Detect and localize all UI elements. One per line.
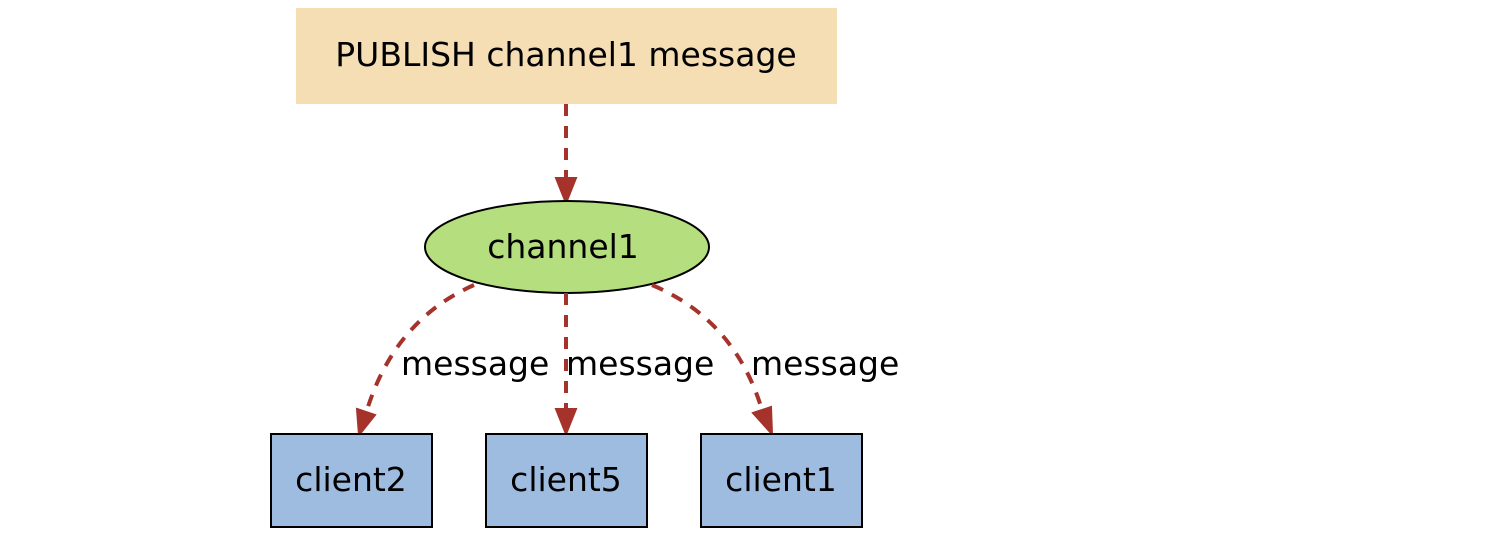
client-label: client5 [510, 460, 622, 499]
edge-arrowhead [355, 407, 377, 438]
publish-command-box [296, 8, 837, 104]
client-node: client2 [270, 433, 433, 528]
channel-label: channel1 [487, 227, 639, 266]
edge-label: message [401, 344, 549, 383]
client-node: client1 [700, 433, 863, 528]
client-box [700, 433, 863, 528]
edge-label: message [751, 344, 899, 383]
edge-channel-to-client5: message [554, 293, 714, 437]
edge-channel-to-client1: message [651, 283, 899, 437]
client-box [270, 433, 433, 528]
client-box [485, 433, 648, 528]
client-label: client1 [725, 460, 837, 499]
edge-arrowhead [751, 405, 774, 437]
edge-arrowhead [554, 177, 578, 206]
client-label: client2 [295, 460, 407, 499]
edge-label: message [566, 344, 714, 383]
publish-command-node: PUBLISH channel1 message [296, 8, 837, 104]
publish-command-label: PUBLISH channel1 message [335, 35, 796, 74]
edge-channel-to-client2: message [355, 283, 549, 438]
edge-arrowhead [554, 408, 578, 437]
client-node: client5 [485, 433, 648, 528]
edge-publish-to-channel [554, 104, 578, 206]
channel-node: channel1 [424, 200, 710, 294]
